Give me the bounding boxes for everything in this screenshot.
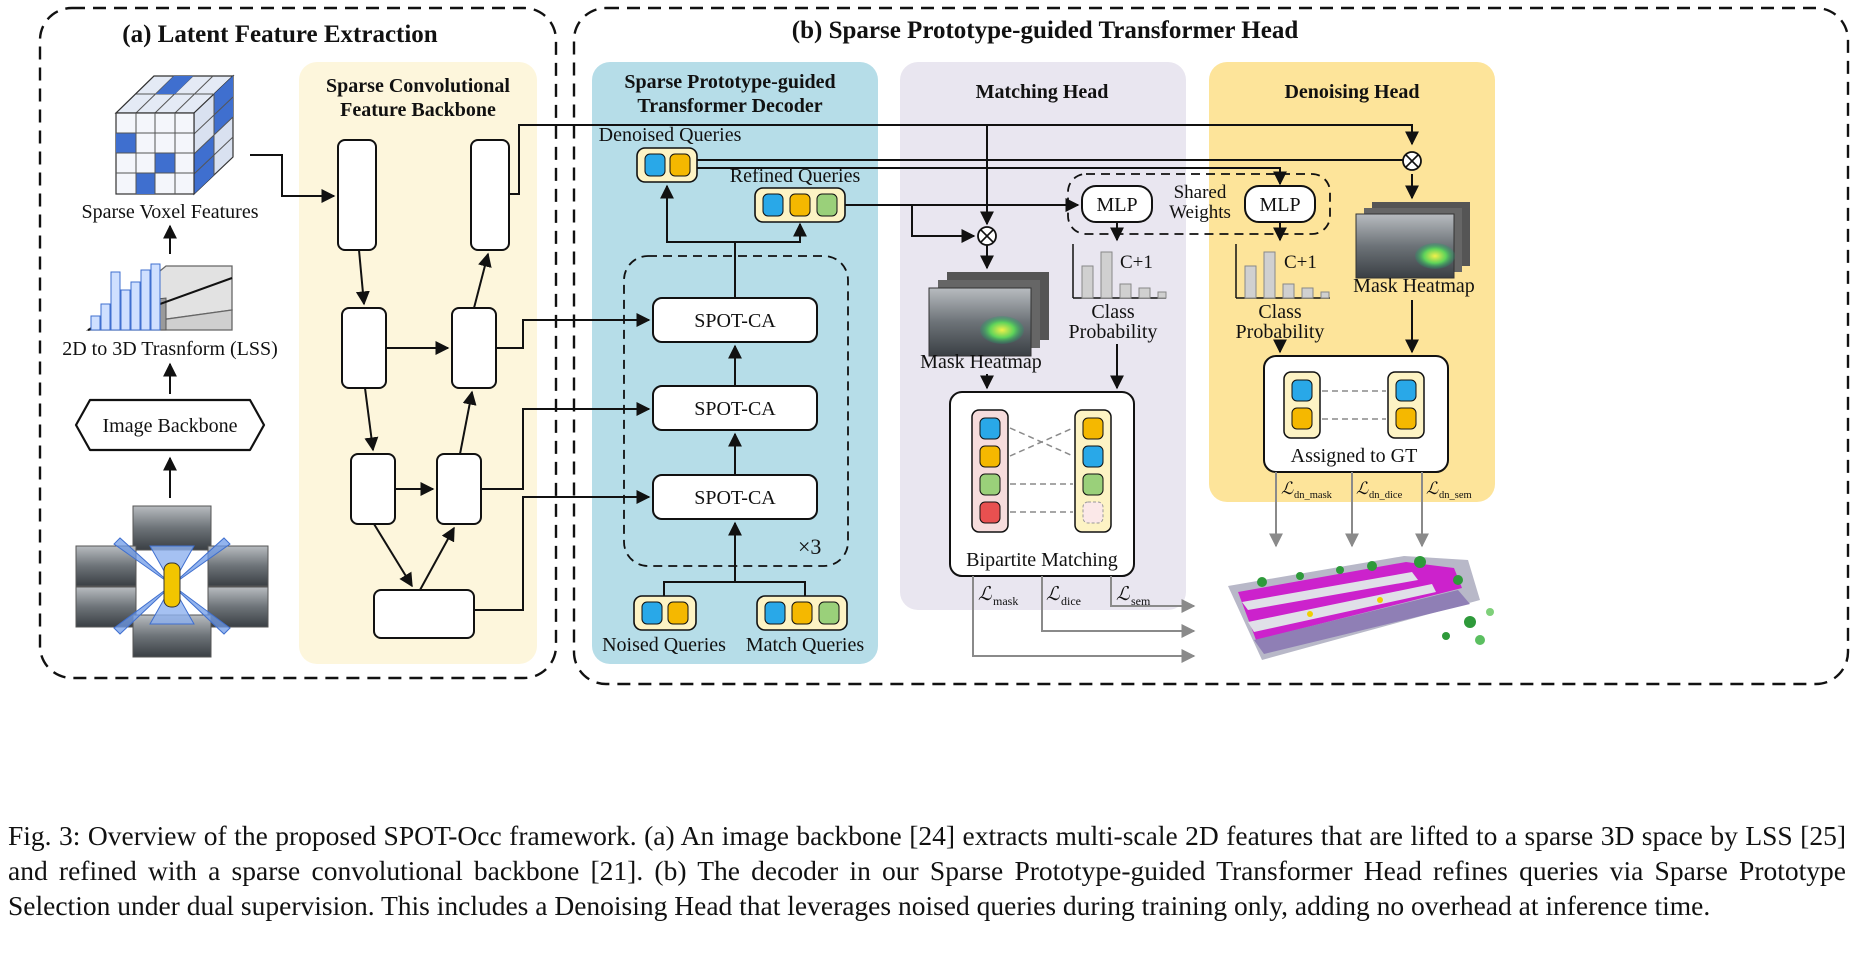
bipartite-matching-label: Bipartite Matching [966, 549, 1118, 571]
occupancy-prediction-image [1228, 556, 1494, 660]
class-probability-chart-denoising [1235, 244, 1330, 299]
denoised-queries-label: Denoised Queries [599, 124, 742, 146]
multiply-circle-denoising [1402, 151, 1422, 171]
svg-text:sem: sem [1131, 594, 1151, 608]
loss-dn-dice-label: ℒ dn_dice [1356, 479, 1403, 501]
loss-dn-sem-label: ℒ dn_sem [1426, 479, 1472, 501]
class-probability-label-matching-1: Class [1091, 301, 1135, 323]
backbone-connections [250, 154, 492, 591]
part-b-frame [572, 6, 1850, 686]
svg-text:dn_sem: dn_sem [1439, 490, 1472, 501]
part-a-frame [38, 6, 558, 680]
lss-label: 2D to 3D Trasnform (LSS) [62, 338, 278, 360]
svg-text:ℒ: ℒ [1046, 584, 1061, 605]
class-probability-chart-matching [1072, 244, 1167, 299]
svg-text:dn_mask: dn_mask [1294, 490, 1333, 501]
mlp-label-denoising: MLP [1259, 194, 1300, 216]
matching-head-title: Matching Head [976, 81, 1109, 103]
class-probability-label-denoising-1: Class [1258, 301, 1302, 323]
refined-queries-label: Refined Queries [730, 165, 861, 187]
bipartite-pred-column [971, 409, 1009, 533]
part-a-title: (a) Latent Feature Extraction [122, 21, 438, 48]
backbone-title-line1: Sparse Convolutional [326, 75, 510, 97]
backbone-to-decoder-arrows [474, 124, 1419, 611]
repeat-times-label: ×3 [798, 534, 821, 559]
loss-dice-label: ℒ dice [1046, 584, 1081, 608]
decoder-arrows [660, 184, 807, 596]
sparse-voxel-cube [114, 74, 235, 196]
mlp-label-matching: MLP [1096, 194, 1137, 216]
bipartite-gt-column [1074, 409, 1112, 533]
denoising-head-title: Denoising Head [1284, 81, 1419, 103]
spot-ca-label-1: SPOT-CA [694, 310, 776, 332]
svg-text:mask: mask [993, 594, 1018, 608]
image-backbone-box [74, 398, 266, 452]
loss-sem-label: ℒ sem [1116, 584, 1151, 608]
mask-heatmap-denoising [1355, 202, 1470, 279]
assigned-links [1322, 390, 1386, 420]
match-queries-token [756, 595, 848, 631]
mask-heatmap-matching [928, 272, 1049, 357]
figure-caption: Fig. 3: Overview of the proposed SPOT-Oc… [8, 820, 1846, 921]
surround-view-images [75, 505, 269, 658]
loss-dn-mask-label: ℒ dn_mask [1281, 479, 1333, 501]
spot-ca-label-3: SPOT-CA [694, 487, 776, 509]
c-plus-1-label-matching: C+1 [1120, 252, 1153, 273]
class-probability-label-denoising-2: Probability [1236, 321, 1325, 343]
shared-weights-group [1067, 173, 1331, 235]
refined-queries-token [754, 187, 846, 223]
assigned-pred-column [1283, 371, 1321, 439]
lss-frustum-icon [85, 263, 233, 331]
sparse-voxel-features-label: Sparse Voxel Features [81, 201, 258, 223]
decoder-title-line1: Sparse Prototype-guided [624, 71, 835, 93]
svg-text:ℒ: ℒ [1356, 479, 1369, 498]
loss-mask-label: ℒ mask [978, 584, 1018, 608]
matching-loss-arrows [972, 576, 1196, 663]
svg-text:dn_dice: dn_dice [1369, 490, 1403, 501]
svg-text:ℒ: ℒ [978, 584, 993, 605]
image-backbone-label: Image Backbone [103, 415, 238, 437]
framework-diagram: (a) Latent Feature Extraction (b) Sparse… [38, 6, 1850, 686]
class-probability-label-matching-2: Probability [1069, 321, 1158, 343]
backbone-title-line2: Feature Backbone [340, 99, 496, 121]
part-b-title: (b) Sparse Prototype-guided Transformer … [792, 17, 1299, 44]
c-plus-1-label-denoising: C+1 [1284, 252, 1317, 273]
bipartite-links [1009, 427, 1074, 513]
spot-ca-label-2: SPOT-CA [694, 398, 776, 420]
sparse-conv-blocks [337, 139, 510, 639]
svg-text:dice: dice [1061, 594, 1081, 608]
match-queries-label: Match Queries [746, 634, 865, 656]
assigned-to-gt-label: Assigned to GT [1291, 445, 1418, 467]
mask-heatmap-label-denoising: Mask Heatmap [1353, 275, 1475, 297]
svg-text:ℒ: ℒ [1426, 479, 1439, 498]
svg-text:ℒ: ℒ [1116, 584, 1131, 605]
shared-weights-label-2: Weights [1169, 202, 1231, 223]
mask-heatmap-label-matching: Mask Heatmap [920, 351, 1042, 373]
decoder-title-line2: Transformer Decoder [637, 95, 822, 117]
multiply-circle-matching [977, 226, 997, 246]
assigned-gt-column [1387, 371, 1425, 439]
noised-queries-label: Noised Queries [602, 634, 726, 656]
noised-queries-token [633, 595, 697, 631]
denoising-loss-arrows [1269, 472, 1429, 548]
denoised-queries-token [636, 147, 698, 183]
shared-weights-label-1: Shared [1174, 182, 1227, 203]
svg-text:ℒ: ℒ [1281, 479, 1294, 498]
